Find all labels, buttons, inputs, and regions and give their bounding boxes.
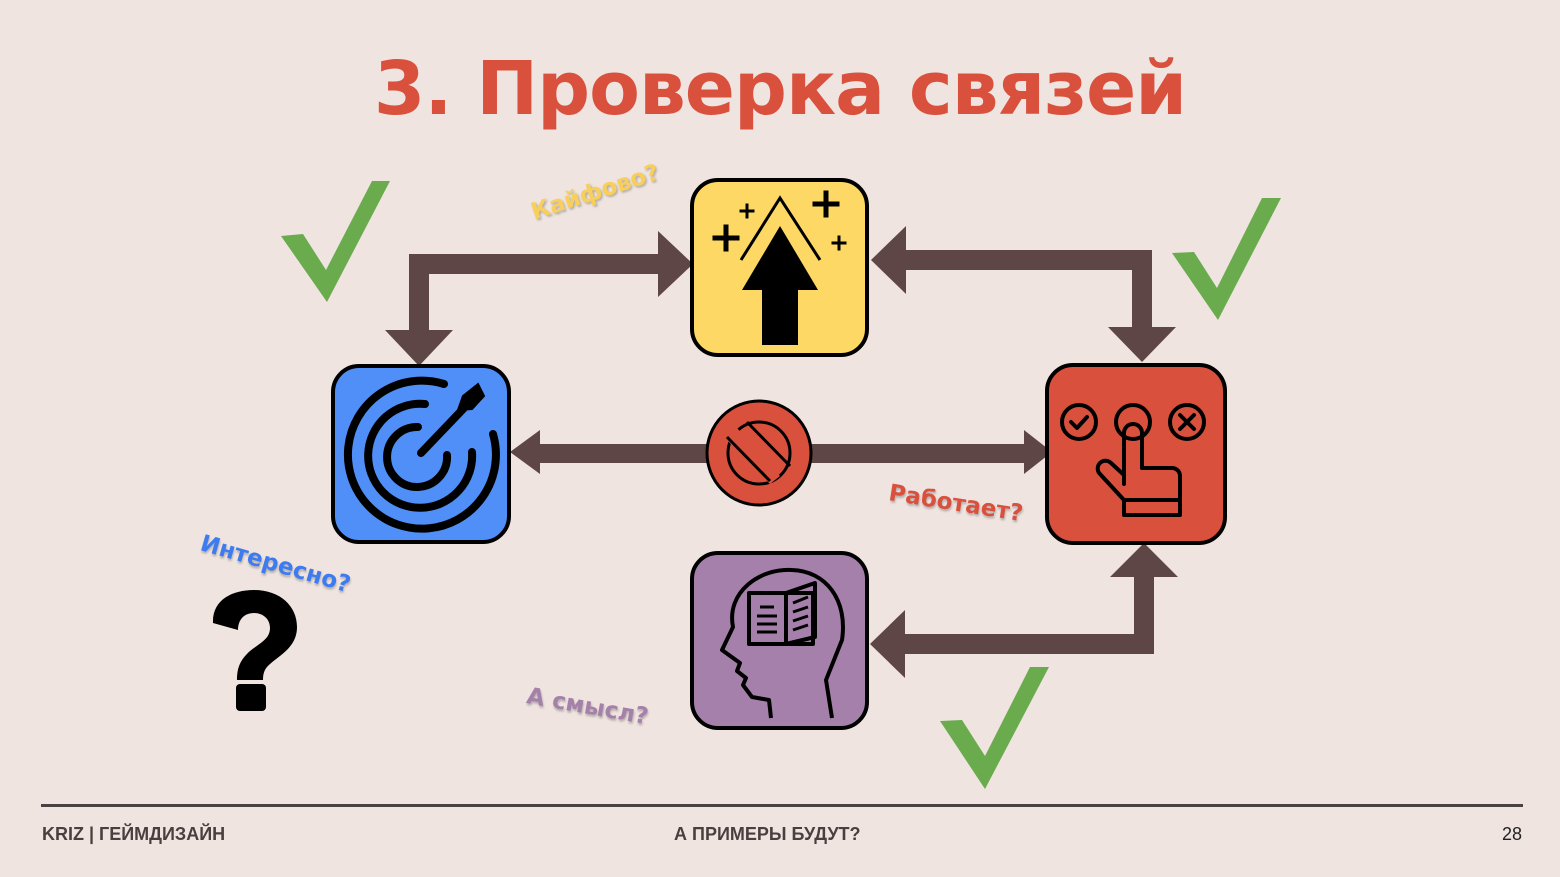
arrow-progression-mechanics: [871, 226, 1176, 362]
check-icon: [281, 181, 390, 302]
page-number: 28: [1501, 824, 1522, 844]
arrow-goal-progression: [385, 231, 693, 366]
arrow-up-sparkle-icon: [712, 190, 847, 345]
head-book-icon: [720, 567, 845, 719]
target-arrow-icon: [344, 376, 500, 533]
node-mechanics[interactable]: [1045, 363, 1227, 545]
footer-divider: [41, 804, 1523, 807]
node-goal[interactable]: [331, 364, 511, 544]
check-marks: [281, 181, 1281, 789]
arrow-mechanics-meaning: [870, 543, 1178, 678]
check-icon: [1172, 198, 1281, 320]
prohibited-icon: [705, 399, 813, 507]
slide-title: 3. Проверка связей: [373, 46, 1187, 132]
footer-section: А ПРИМЕРЫ БУДУТ?: [674, 824, 861, 844]
node-meaning[interactable]: [690, 551, 869, 730]
hand-press-button-icon: [1060, 403, 1206, 517]
question-icon: [212, 590, 297, 711]
node-progression[interactable]: [690, 178, 869, 357]
check-icon: [940, 667, 1049, 789]
footer-brand: KRIZ | ГЕЙМДИЗАЙН: [42, 824, 226, 844]
